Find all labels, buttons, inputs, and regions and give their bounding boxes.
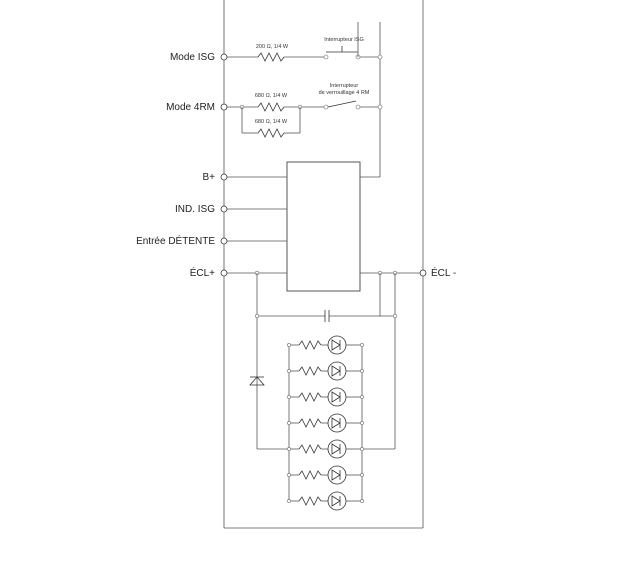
led-resistor (298, 392, 322, 402)
led (327, 439, 347, 459)
led-row (287, 491, 364, 511)
illumination-circuit (249, 270, 398, 511)
pin-label-ecl-plus: ÉCL+ (190, 266, 215, 279)
pin-label-mode-isg: Mode ISG (170, 52, 215, 63)
resistor-680-ohm-2-label: 680 Ω, 1/4 W (255, 119, 288, 125)
terminal-entree-detente (220, 237, 228, 245)
led-row (287, 361, 364, 381)
resistor-200-ohm (257, 52, 285, 62)
pin-label-ecl-minus: ÉCL - (431, 266, 456, 279)
pin-label-ind-isg: IND. ISG (175, 204, 215, 215)
led-resistor (298, 496, 322, 506)
led (327, 491, 347, 511)
led-row (287, 439, 364, 459)
led (327, 335, 347, 355)
terminals (220, 53, 427, 277)
module-outline (223, 0, 424, 529)
led-row (287, 413, 364, 433)
terminal-mode-isg (220, 53, 228, 61)
led-resistor (298, 366, 322, 376)
led-row (287, 387, 364, 407)
led (327, 387, 347, 407)
resistor-680-ohm-2 (257, 128, 285, 138)
led-resistor (298, 444, 322, 454)
terminal-b-plus (220, 173, 228, 181)
control-ic (286, 161, 361, 292)
terminal-ecl-minus (419, 269, 427, 277)
pin-label-entree-detente: Entrée DÉTENTE (136, 234, 215, 247)
mode-isg-circuit: 200 Ω, 1/4 W Interrupteur ISG (224, 22, 383, 177)
resistor-200-ohm-label: 200 Ω, 1/4 W (256, 44, 289, 50)
resistor-680-ohm-1-label: 680 Ω, 1/4 W (255, 93, 288, 99)
mode-4rm-circuit: 680 Ω, 1/4 W 680 Ω, 1/4 W Interrupteur d… (224, 83, 383, 138)
led-resistor (298, 470, 322, 480)
terminal-ind-isg (220, 205, 228, 213)
led (327, 413, 347, 433)
led-row (287, 335, 364, 355)
switch-4rm-label-1: Interrupteur (330, 83, 359, 89)
led (327, 361, 347, 381)
led (327, 465, 347, 485)
switch-isg-label: Interrupteur ISG (324, 37, 363, 43)
switch-4rm (327, 100, 357, 108)
pin-label-b-plus: B+ (202, 172, 215, 183)
terminal-ecl-plus (220, 269, 228, 277)
led-row (287, 465, 364, 485)
pin-label-mode-4rm: Mode 4RM (166, 102, 215, 113)
switch-4rm-label-2: de verrouillage 4 RM (319, 90, 370, 96)
resistor-680-ohm-1 (257, 102, 285, 112)
led-resistor (298, 340, 322, 350)
terminal-mode-4rm (220, 103, 228, 111)
diode (249, 376, 265, 386)
led-resistor (298, 418, 322, 428)
